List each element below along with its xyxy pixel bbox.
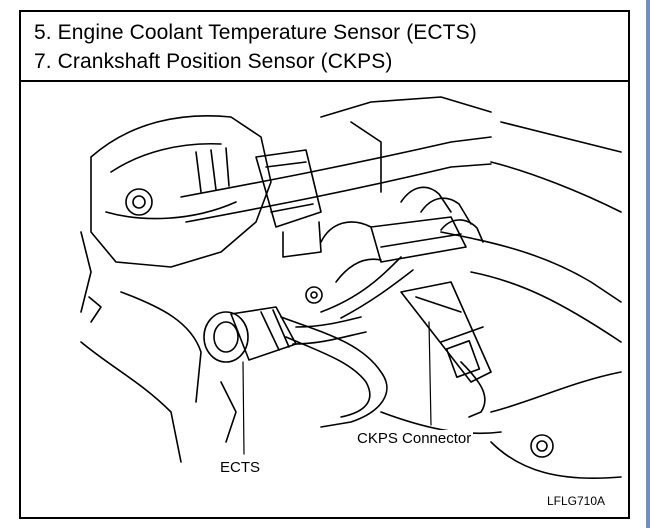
header-line-ckps: 7. Crankshaft Position Sensor (CKPS)	[34, 50, 393, 73]
figure-frame: 5. Engine Coolant Temperature Sensor (EC…	[19, 10, 630, 519]
ckps-connector-label: CKPS Connector	[355, 430, 474, 447]
engine-line-drawing	[80, 96, 622, 480]
header-line-ects: 5. Engine Coolant Temperature Sensor (EC…	[34, 21, 477, 44]
figure-header: 5. Engine Coolant Temperature Sensor (EC…	[21, 12, 628, 82]
figure-code: LFLG710A	[545, 494, 608, 508]
ects-label: ECTS	[218, 459, 263, 476]
engine-illustration: CKPS Connector ECTS LFLG710A	[21, 82, 628, 517]
window-edge	[646, 0, 650, 528]
